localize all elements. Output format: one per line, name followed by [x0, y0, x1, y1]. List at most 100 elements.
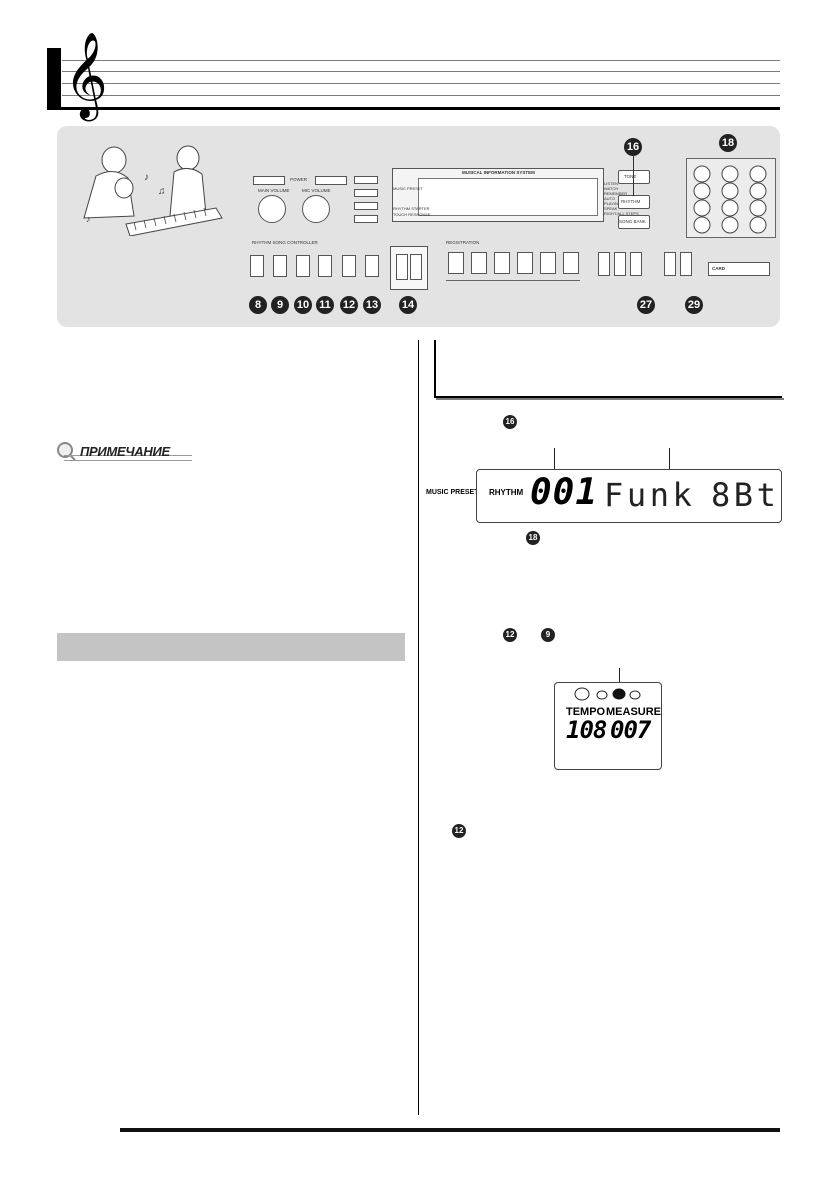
song-bank-label: SONG BANK: [619, 219, 646, 224]
rhythm-button[interactable]: [618, 195, 650, 209]
registration-button[interactable]: [517, 252, 533, 274]
callout-badge-14: 14: [399, 296, 417, 314]
function-button[interactable]: [680, 252, 692, 276]
music-preset-label: MUSIC PRESET: [426, 489, 479, 496]
split-button[interactable]: [598, 252, 610, 276]
callout-badge-9: 9: [271, 296, 289, 314]
power-button[interactable]: [315, 176, 347, 185]
numpad-key: [721, 182, 739, 200]
controller-label: RHYTHM SONG CONTROLLER: [252, 240, 318, 245]
numpad-key: [721, 199, 739, 217]
callout-line: [554, 448, 555, 470]
beat-dot: [574, 687, 590, 701]
numpad-key: [749, 182, 767, 200]
callout-badge-16: 16: [624, 138, 642, 156]
display-screen: [418, 178, 598, 216]
tone-button[interactable]: [618, 170, 650, 184]
callout-line: [619, 668, 620, 690]
header-bar: [47, 48, 61, 110]
numpad-key: [721, 216, 739, 234]
callout-line: [633, 156, 634, 196]
main-volume-knob[interactable]: [258, 195, 286, 223]
tone-label: TONE: [624, 174, 637, 179]
lcd-rhythm-number: 001: [530, 472, 599, 513]
callout-badge-29: 29: [685, 296, 703, 314]
section-bar: [57, 633, 405, 661]
lcd-rhythm-name: F u n k 8 B t: [604, 476, 776, 514]
lcd-char: 8: [710, 476, 731, 514]
callout-badge-27: 27: [637, 296, 655, 314]
beat-indicator: [574, 687, 641, 701]
main-volume-label: MAIN VOLUME: [258, 188, 290, 193]
tempo-down-button[interactable]: [396, 254, 408, 280]
svg-text:♪: ♪: [86, 214, 91, 224]
lcd-rhythm-display: [476, 469, 782, 523]
controller-button[interactable]: [365, 255, 379, 277]
mode-button[interactable]: [354, 176, 378, 184]
svg-text:♪: ♪: [144, 172, 149, 183]
treble-clef-icon: 𝄞: [64, 32, 108, 118]
controller-button[interactable]: [318, 255, 332, 277]
power-label: POWER: [290, 177, 308, 182]
display-right-label: REMEMBER: [604, 191, 628, 196]
display-right-label: PLAYING: [604, 201, 622, 206]
controller-button[interactable]: [342, 255, 356, 277]
magnifier-note-icon: [57, 442, 76, 461]
numpad-key: [693, 216, 711, 234]
layer-button[interactable]: [614, 252, 626, 276]
mode-button[interactable]: [354, 215, 378, 223]
song-bank-button[interactable]: [618, 215, 650, 229]
family-illustration: ♪ ♫ ♪: [83, 145, 223, 236]
footer-rule: [120, 1128, 780, 1132]
registration-button[interactable]: [494, 252, 510, 274]
svg-text:♫: ♫: [158, 186, 166, 197]
controller-button[interactable]: [273, 255, 287, 277]
display-right-label: RIGHT/ALL STEPS: [604, 211, 639, 216]
lcd-tempo-display: [554, 682, 662, 770]
lcd-char: n: [649, 476, 669, 514]
controller-button[interactable]: [296, 255, 310, 277]
mode-button[interactable]: [354, 189, 378, 197]
lcd-mode-label: RHYTHM: [489, 488, 524, 497]
numpad-key: [693, 165, 711, 183]
power-button-left[interactable]: [253, 176, 285, 185]
lcd-char: [695, 476, 707, 514]
step3-ref-badge-b: 9: [541, 628, 555, 642]
registration-button[interactable]: [471, 252, 487, 274]
display-left-label: TOUCH RESPONSE: [393, 212, 431, 217]
lcd-char: k: [672, 476, 692, 514]
measure-value: 007: [610, 716, 651, 744]
auto-harmonize-button[interactable]: [630, 252, 642, 276]
lcd-char: F: [604, 476, 624, 514]
card-slot[interactable]: [708, 262, 770, 276]
mic-volume-knob[interactable]: [302, 195, 330, 223]
tempo-value: 108: [566, 716, 607, 744]
callout-line: [669, 448, 670, 470]
callout-badge-10: 10: [294, 296, 312, 314]
registration-button[interactable]: [563, 252, 579, 274]
step2-ref-badge: 18: [526, 531, 540, 545]
display-left-label: RHYTHM STARTER: [393, 206, 430, 211]
display-right-label: LISTEN: [604, 181, 619, 186]
tempo-label: TEMPO: [566, 706, 606, 718]
step3-ref-badge-a: 12: [503, 628, 517, 642]
display-right-label: WATCH: [604, 186, 619, 191]
staff-bottom-line: [47, 107, 780, 110]
staff-line: [62, 60, 780, 61]
lcd-char: B: [733, 476, 754, 514]
section-title-box: [434, 340, 784, 400]
registration-button[interactable]: [540, 252, 556, 274]
beat-dot: [596, 690, 608, 700]
controller-button[interactable]: [250, 255, 264, 277]
display-right-label: AUTO: [604, 196, 616, 201]
rhythm-label: RHYTHM: [621, 199, 641, 204]
note-label: ПРИМЕЧАНИЕ: [80, 444, 170, 459]
tempo-up-button[interactable]: [410, 254, 422, 280]
callout-badge-12: 12: [340, 296, 358, 314]
registration-button[interactable]: [448, 252, 464, 274]
measure-label: MEASURE: [606, 706, 662, 718]
transpose-button[interactable]: [664, 252, 676, 276]
callout-badge-13: 13: [363, 296, 381, 314]
mode-button[interactable]: [354, 202, 378, 210]
registration-underline: [446, 280, 580, 281]
